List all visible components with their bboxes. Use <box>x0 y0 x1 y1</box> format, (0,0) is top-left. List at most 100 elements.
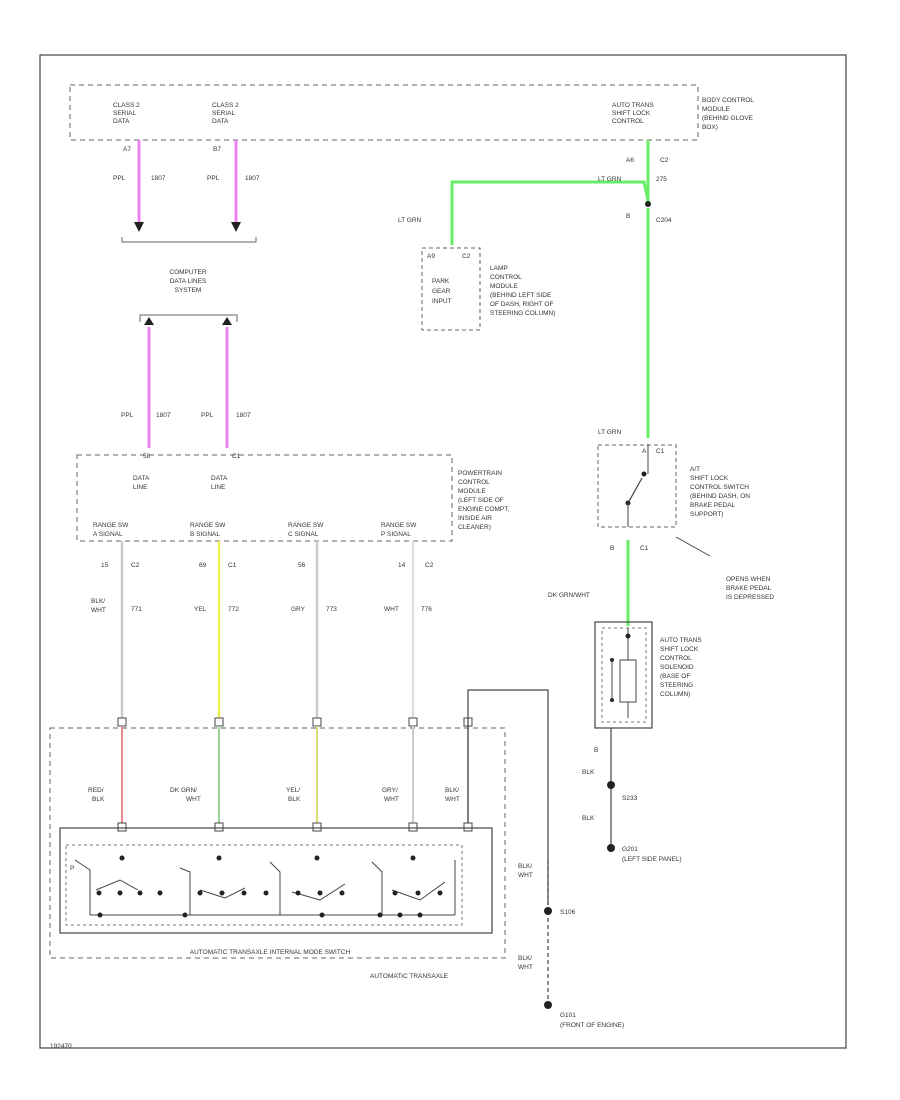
figure-number: 192470 <box>50 1043 72 1050</box>
label: PARK <box>432 278 450 285</box>
label: ENGINE COMPT, <box>458 506 509 513</box>
label: SERIAL <box>212 110 236 117</box>
label: P SIGNAL <box>381 531 411 538</box>
lamp-control-module: A9 C2 PARK GEAR INPUT LAMP CONTROL MODUL… <box>421 247 555 331</box>
shift-lock-switch: A C1 A/T SHIFT LOCK CONTROL SWITCH (BEHI… <box>548 444 774 626</box>
label: CONTROL <box>660 655 692 662</box>
label: AUTOMATIC TRANSAXLE INTERNAL MODE SWITCH <box>190 949 351 956</box>
label: MODULE <box>458 488 486 495</box>
wire-color: PPL <box>207 175 220 182</box>
wire-color: WHT <box>186 796 201 803</box>
connector-label: C2 <box>660 157 669 164</box>
wire-color: WHT <box>384 796 399 803</box>
pin-label: A <box>642 448 647 455</box>
label: SHIFT LOCK <box>660 646 699 653</box>
circuit-number: 275 <box>656 176 667 183</box>
label: (LEFT SIDE PANEL) <box>622 856 682 863</box>
label: POWERTRAIN <box>458 470 502 477</box>
label: COMPUTER <box>169 269 207 276</box>
pin-label: 69 <box>199 562 207 569</box>
wire-color: BLK/ <box>518 863 532 870</box>
wire-color: PPL <box>121 412 134 419</box>
shift-lock-solenoid: AUTO TRANS SHIFT LOCK CONTROL SOLENOID (… <box>582 621 702 863</box>
label: COLUMN) <box>660 691 690 698</box>
wire-color: LT GRN <box>598 429 622 436</box>
label: LAMP <box>490 265 508 272</box>
bcm-data-wires: A7 B7 PPL 1807 PPL 1807 <box>113 140 260 243</box>
circuit-number: 1807 <box>236 412 251 419</box>
label: DATA LINES <box>170 278 207 285</box>
label: BRAKE PEDAL <box>690 502 736 509</box>
wire-color: LT GRN <box>598 176 622 183</box>
wire-color: DK GRN/WHT <box>548 592 590 599</box>
wire-color: GRY/ <box>382 787 398 794</box>
body-control-module: CLASS 2 SERIAL DATA CLASS 2 SERIAL DATA … <box>69 84 754 141</box>
label: RANGE SW <box>381 522 417 529</box>
connector-label: C2 <box>462 253 471 260</box>
automatic-transaxle: RED/ BLK DK GRN/ WHT YEL/ BLK GRY/ WHT B… <box>49 689 624 1029</box>
label: RANGE SW <box>288 522 324 529</box>
label: (LEFT SIDE OF <box>458 497 504 504</box>
pin-label: A6 <box>626 157 634 164</box>
label: RANGE SW <box>93 522 129 529</box>
label: BOX) <box>702 124 718 131</box>
label: INSIDE AIR <box>458 515 492 522</box>
label: SYSTEM <box>175 287 202 294</box>
label: STEERING <box>660 682 693 689</box>
label: A SIGNAL <box>93 531 123 538</box>
connector-label: C1 <box>228 562 237 569</box>
computer-data-lines: COMPUTER DATA LINES SYSTEM PPL 1807 PPL … <box>121 269 251 460</box>
label: SHIFT LOCK <box>612 110 651 117</box>
label: AUTO TRANS <box>660 637 702 644</box>
wire-color: WHT <box>91 607 106 614</box>
pin-label: 58 <box>143 453 151 460</box>
wire-color: YEL/ <box>286 787 300 794</box>
label: (BASE OF <box>660 673 690 680</box>
wire-color: BLK/ <box>518 955 532 962</box>
circuit-number: 773 <box>326 606 337 613</box>
label: SERIAL <box>113 110 137 117</box>
label: OPENS WHEN <box>726 576 771 583</box>
pin-label: B <box>610 545 614 552</box>
connector-label: C204 <box>656 217 672 224</box>
label: CONTROL <box>490 274 522 281</box>
label: B SIGNAL <box>190 531 220 538</box>
wire-color: BLK <box>582 769 595 776</box>
pin-label: B7 <box>213 146 221 153</box>
wire-color: BLK/ <box>91 598 105 605</box>
label: CLASS 2 <box>113 102 140 109</box>
pin-label: 15 <box>101 562 109 569</box>
label: P <box>70 865 74 872</box>
label: CONTROL SWITCH <box>690 484 749 491</box>
circuit-number: 772 <box>228 606 239 613</box>
label: (BEHIND DASH, ON <box>690 493 750 500</box>
wire-color: PPL <box>113 175 126 182</box>
circuit-number: 771 <box>131 606 142 613</box>
splice-label: S233 <box>622 795 638 802</box>
wire-color: WHT <box>384 606 399 613</box>
ground-label: G201 <box>622 846 638 853</box>
label: SOLENOID <box>660 664 694 671</box>
label: DATA <box>212 118 229 125</box>
label: CONTROL <box>458 479 490 486</box>
label: (FRONT OF ENGINE) <box>560 1022 624 1029</box>
label: SUPPORT) <box>690 511 723 518</box>
label: (BEHIND GLOVE <box>702 115 754 122</box>
circuit-number: 1807 <box>151 175 166 182</box>
circuit-number: 776 <box>421 606 432 613</box>
label: MODULE <box>702 106 730 113</box>
ground-label: G101 <box>560 1012 576 1019</box>
pin-label: 14 <box>398 562 406 569</box>
connector-label: C2 <box>131 562 140 569</box>
wire-color: BLK <box>582 815 595 822</box>
range-signal-wires: RANGE SW A SIGNAL 15 C2 BLK/ WHT 771 RAN… <box>91 522 473 727</box>
wire-color: YEL <box>194 606 207 613</box>
label: STEERING COLUMN) <box>490 310 555 317</box>
label: LINE <box>211 484 226 491</box>
wire-color: RED/ <box>88 787 104 794</box>
label: DATA <box>133 475 150 482</box>
wire-color: PPL <box>201 412 214 419</box>
wire-color: WHT <box>518 872 533 879</box>
label: BODY CONTROL <box>702 97 754 104</box>
